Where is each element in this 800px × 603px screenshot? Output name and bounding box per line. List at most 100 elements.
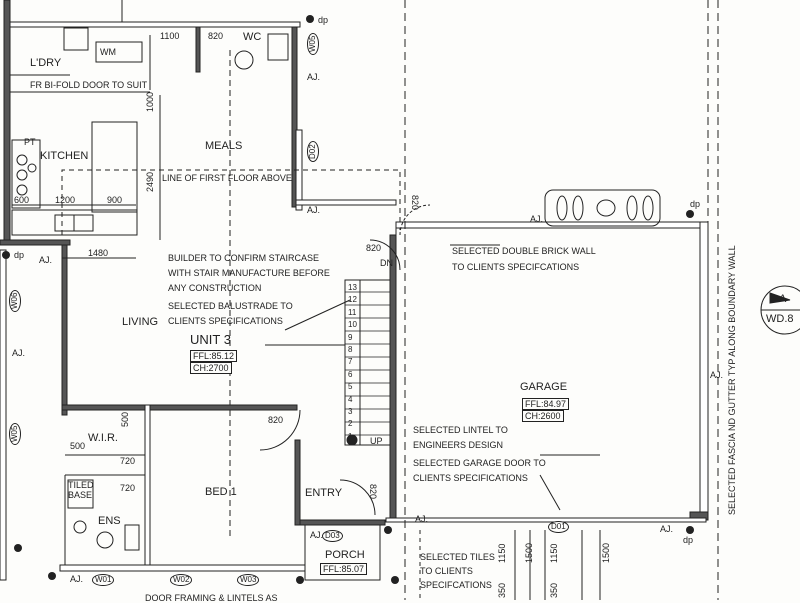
room-label-entry: ENTRY xyxy=(305,487,343,499)
window-tag-w05-top: W05 xyxy=(307,32,319,55)
aj-label-1: AJ. xyxy=(307,72,321,82)
unit-ffl: FFL:85.12 xyxy=(190,350,238,362)
stair-tread-number: 4 xyxy=(348,394,353,404)
section-ref-letter: A xyxy=(779,293,787,305)
door-tag-d03: D03 xyxy=(322,530,343,542)
aj-label-4: AJ. xyxy=(39,255,53,265)
garage-door-note-line2: CLIENTS SPECIFICATIONS xyxy=(413,473,528,483)
aj-label-5: AJ. xyxy=(12,348,26,358)
tiles-note-line1: SELECTED TILES xyxy=(420,552,495,562)
dim-500-wir: 500 xyxy=(120,411,130,427)
dim-820-garage: 820 xyxy=(410,195,420,211)
dim-1000: 1000 xyxy=(145,91,155,112)
dim-1500-right: 1500 xyxy=(601,542,611,563)
unit-title: UNIT 3 xyxy=(190,332,231,347)
staircase-note-line1: BUILDER TO CONFIRM STAIRCASE xyxy=(168,253,320,263)
window-tag-w05-left: W05 xyxy=(9,422,21,445)
staircase-note-line3: ANY CONSTRUCTION xyxy=(168,283,262,293)
room-label-wc: WC xyxy=(243,31,262,43)
tiles-note-line3: SPECIFCATIONS xyxy=(420,580,492,590)
brick-wall-note-line2: TO CLIENTS SPECIFCATIONS xyxy=(452,262,580,272)
stair-tread-number: 11 xyxy=(348,307,357,317)
kitchen-bench xyxy=(11,209,138,236)
stair-tread-number: 3 xyxy=(348,407,353,416)
washing-machine-label: WM xyxy=(100,47,116,57)
downpipe-label-front: dp xyxy=(683,535,694,545)
dim-1150-right: 1150 xyxy=(549,543,559,563)
dim-350-left: 350 xyxy=(497,582,507,598)
downpipe-label-garage: dp xyxy=(690,199,701,209)
stair-tread-number: 1 xyxy=(348,431,353,441)
balustrade-note-line2: CLIENTS SPECIFICATIONS xyxy=(168,316,283,326)
stair-tread-number: 2 xyxy=(348,419,353,429)
garage-door-note-line1: SELECTED GARAGE DOOR TO xyxy=(413,458,546,468)
pantry-label: PT xyxy=(24,137,36,147)
wc-wall xyxy=(195,26,201,73)
window-tag-w06: W06 xyxy=(9,289,21,312)
dim-2490: 2490 xyxy=(145,171,155,192)
stair-up-label: UP xyxy=(370,436,383,446)
window-tag-w01: W01 xyxy=(92,574,115,586)
room-label-kitchen: KITCHEN xyxy=(40,150,89,162)
stair-down-label: DN xyxy=(380,258,393,268)
aj-label-7: AJ. xyxy=(660,524,674,534)
lintel-note-line2: ENGINEERS DESIGN xyxy=(413,440,504,450)
room-label-living: LIVING xyxy=(122,316,159,328)
dim-1480: 1480 xyxy=(88,248,109,258)
door-tag-d01: D01 xyxy=(548,521,569,533)
wall-top xyxy=(9,21,301,28)
stair-tread-number: 7 xyxy=(348,357,353,367)
stair-tread-number: 8 xyxy=(348,345,353,354)
aj-label-3: AJ. xyxy=(530,214,544,224)
room-label-porch: PORCH xyxy=(325,549,365,561)
aj-label-6: AJ. xyxy=(710,370,724,380)
kitchen-island xyxy=(91,121,138,213)
lintel-note-line1: SELECTED LINTEL TO xyxy=(413,425,508,435)
room-label-wir: W.I.R. xyxy=(88,432,118,444)
garage-ceiling-height: CH:2600 xyxy=(522,410,564,422)
dim-350-right: 350 xyxy=(549,582,559,598)
dim-820-bed: 820 xyxy=(268,415,284,425)
aj-label-2: AJ. xyxy=(307,205,321,215)
aj-label-9: AJ. xyxy=(70,574,84,584)
downpipe-label-left: dp xyxy=(14,250,25,260)
room-label-ensuite: ENS xyxy=(98,515,121,527)
dim-1500-left: 1500 xyxy=(524,542,534,563)
dim-600: 600 xyxy=(14,195,30,205)
dim-500-ens: 500 xyxy=(70,441,86,451)
balustrade-note-line1: SELECTED BALUSTRADE TO xyxy=(168,301,293,311)
fascia-gutter-note: SELECTED FASCIA ND GUTTER TYP ALONG BOUN… xyxy=(727,245,737,515)
dim-1200: 1200 xyxy=(55,195,76,205)
window-tag-w03: W03 xyxy=(237,574,260,586)
room-label-bed1: BED 1 xyxy=(205,486,237,498)
dim-720-ens: 720 xyxy=(120,483,136,493)
room-label-meals: MEALS xyxy=(205,140,243,152)
aj-label-8: AJ. xyxy=(415,514,429,524)
stair-tread-number: 12 xyxy=(348,295,357,305)
wall-left-lower xyxy=(0,249,7,581)
staircase-note-line2: WITH STAIR MANUFACTURE BEFORE xyxy=(168,268,330,278)
room-label-garage: GARAGE xyxy=(520,381,568,393)
window-tag-w02: W02 xyxy=(170,574,193,586)
dim-1150-left: 1150 xyxy=(497,543,507,563)
dim-820-entry: 820 xyxy=(368,484,378,500)
garage-ffl: FFL:84.97 xyxy=(522,398,570,410)
porch-ffl: FFL:85.07 xyxy=(320,563,368,575)
stair-tread-number: 6 xyxy=(348,369,353,379)
tiles-note-line2: TO CLIENTS xyxy=(420,566,473,576)
wall-left xyxy=(3,0,11,246)
unit-ceiling-height: CH:2700 xyxy=(190,362,232,374)
section-ref-sheet: WD.8 xyxy=(766,313,794,325)
door-tag-d02: D02 xyxy=(307,141,319,162)
room-label-laundry: L'DRY xyxy=(30,57,62,69)
stair-tread-number: 13 xyxy=(348,283,357,292)
water-tank xyxy=(544,189,661,227)
first-floor-line-note: LINE OF FIRST FLOOR ABOVE xyxy=(162,173,292,183)
dim-900: 900 xyxy=(107,195,123,205)
stair-tread-number: 10 xyxy=(348,320,357,330)
dim-820-stair: 820 xyxy=(366,243,382,253)
stair-tread-number: 5 xyxy=(348,382,353,392)
stair-tread-number: 9 xyxy=(348,332,353,342)
downpipe-label-top: dp xyxy=(318,15,329,25)
